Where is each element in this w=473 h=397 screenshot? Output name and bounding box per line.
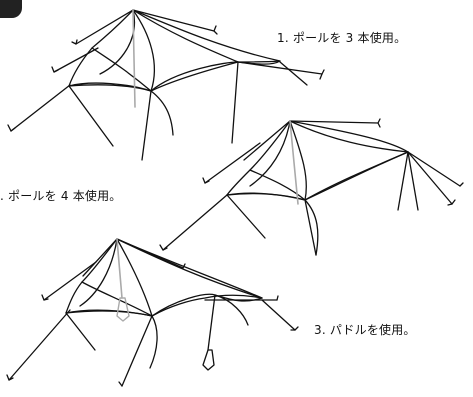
tarp-diagram-three-poles: [7, 9, 325, 161]
caption-paddles: 3. パドルを使用。: [314, 323, 416, 337]
corner-tab: [0, 0, 22, 18]
tarp-diagram-four-poles: [159, 118, 464, 256]
caption-four-poles: . ポールを 4 本使用。: [0, 189, 122, 203]
caption-three-poles: 1. ポールを 3 本使用。: [277, 31, 407, 45]
tarp-diagram-paddles: [6, 238, 299, 387]
